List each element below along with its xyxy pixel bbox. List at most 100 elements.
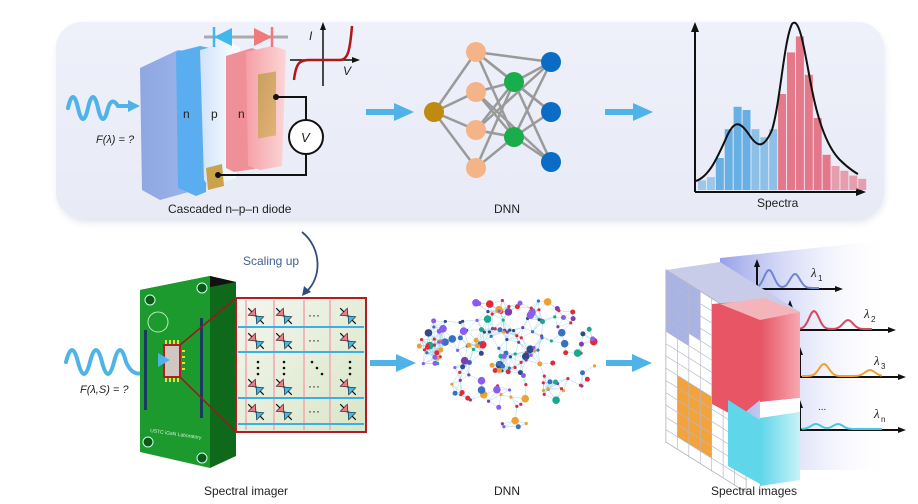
spectra-bar: [716, 158, 724, 190]
brain-node: [458, 335, 463, 340]
brain-node: [507, 305, 510, 308]
brain-node: [425, 351, 428, 354]
red-block-side: [760, 312, 800, 402]
brain-node: [561, 315, 566, 320]
brain-node: [493, 386, 501, 394]
brain-node: [587, 327, 592, 332]
brain-edge: [521, 332, 532, 338]
brain-node: [509, 395, 512, 398]
brain-node: [467, 373, 470, 376]
dnn-node: [466, 120, 486, 140]
brain-node: [580, 331, 585, 336]
brain-node: [520, 361, 523, 364]
brain-node: [476, 301, 481, 306]
brain-node: [486, 310, 489, 313]
iv-x-label: V: [343, 64, 352, 78]
layer-label-n2: n: [238, 107, 245, 121]
brain-node: [484, 315, 492, 323]
brain-edge: [534, 338, 542, 348]
brain-edge: [499, 340, 507, 349]
brain-node: [509, 355, 512, 358]
brain-edge: [491, 336, 499, 348]
brain-node: [570, 310, 575, 315]
brain-node: [508, 367, 511, 370]
brain-node: [433, 337, 436, 340]
brain-node: [460, 327, 468, 335]
dnn-caption-top: DNN: [494, 202, 520, 216]
brain-node: [514, 352, 517, 355]
brain-node: [488, 330, 491, 333]
brain-node: [444, 320, 447, 323]
brain-edge: [445, 321, 460, 322]
brain-node: [422, 362, 425, 365]
brain-node: [569, 321, 572, 324]
brain-node: [426, 343, 429, 346]
brain-node: [508, 328, 511, 331]
dnn-node: [504, 72, 524, 92]
vertical-ellipsis-dot: [257, 367, 260, 370]
array-ellipsis: ···: [308, 379, 320, 393]
brain-node: [543, 375, 546, 378]
brain-node: [501, 422, 504, 425]
diagonal-ellipsis-dot: [321, 373, 324, 376]
brain-node: [585, 377, 590, 382]
spectra-bar: [734, 107, 742, 190]
spectra-bar: [814, 118, 822, 190]
brain-edge: [467, 320, 477, 330]
voltmeter-label: V: [301, 130, 311, 145]
brain-node: [552, 396, 560, 404]
brain-node: [556, 325, 559, 328]
brain-node: [432, 325, 435, 328]
brain-edge: [509, 357, 510, 368]
brain-node: [566, 377, 569, 380]
brain-node: [450, 383, 453, 386]
layer-label-n1: n: [183, 107, 190, 121]
brain-node: [458, 371, 461, 374]
vertical-ellipsis-dot: [349, 373, 352, 376]
spectra-bar: [796, 36, 804, 190]
brain-node: [459, 379, 462, 382]
brain-node: [530, 306, 533, 309]
vertical-ellipsis-dot: [349, 361, 352, 364]
brain-node: [550, 360, 555, 365]
brain-node: [516, 424, 521, 429]
brain-edge: [422, 339, 435, 340]
brain-node: [506, 330, 509, 333]
input-function-label-bottom: F(λ,S) = ?: [80, 384, 129, 396]
brain-node: [460, 390, 465, 395]
brain-node: [478, 341, 481, 344]
channel-x-arrow: [898, 374, 906, 380]
wire-node-bottom: [215, 172, 221, 178]
brain-node: [417, 344, 422, 349]
brain-node: [532, 346, 535, 349]
brain-node: [423, 348, 426, 351]
imager-caption: Spectral imager: [204, 484, 288, 498]
spectra-bar: [778, 94, 786, 190]
brain-node: [515, 334, 518, 337]
brain-node: [460, 364, 465, 369]
spectra-bar: [840, 171, 848, 190]
pcb-hole-top-right: [197, 283, 207, 293]
brain-node: [438, 347, 443, 352]
brain-edge: [463, 320, 477, 321]
brain-node: [536, 349, 539, 352]
array-ellipsis: ···: [308, 333, 320, 347]
dnn-node: [541, 102, 561, 122]
brain-node: [580, 370, 585, 375]
brain-node: [537, 299, 540, 302]
brain-node: [467, 361, 470, 364]
brain-edge: [510, 357, 521, 363]
dnn-node: [466, 42, 486, 62]
pcb-header-right: [200, 318, 203, 418]
brain-node: [420, 338, 423, 341]
brain-node: [517, 341, 520, 344]
brain-node: [493, 368, 498, 373]
brain-node: [513, 366, 516, 369]
layer-label-p: p: [211, 107, 218, 121]
brain-node: [540, 319, 545, 324]
brain-node: [431, 318, 436, 323]
brain-node: [489, 363, 494, 368]
brain-node: [579, 384, 582, 387]
brain-node: [448, 335, 456, 343]
